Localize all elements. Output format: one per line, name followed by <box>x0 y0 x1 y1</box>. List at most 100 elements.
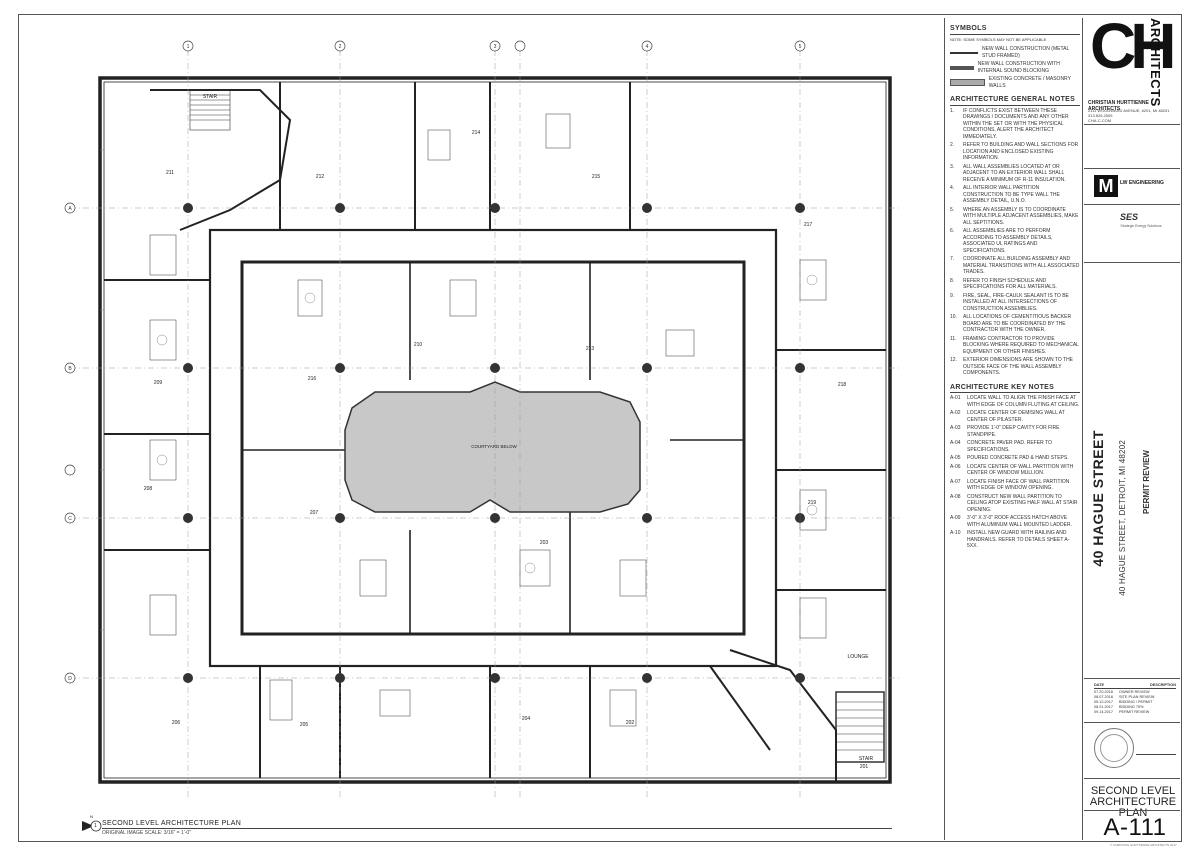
project-address: 40 HAGUE STREET, DETROIT, MI 48202 <box>1118 440 1127 596</box>
grid-label-A: A <box>68 206 72 212</box>
unit-label-214: 214 <box>472 130 481 136</box>
general-note: 3.ALL WALL ASSEMBLIES LOCATED AT OR ADJA… <box>950 163 1066 183</box>
lounge-label: LOUNGE <box>847 654 869 660</box>
grid-label-D: D <box>68 676 72 682</box>
sheet-title: SECOND LEVEL ARCHITECTURE PLAN <box>1089 785 1177 819</box>
grid-label-3: 3 <box>494 44 497 50</box>
title-block-right <box>1082 18 1180 840</box>
copyright: © CHRISTIAN HURTTIENNE ARCHITECTS 2017 <box>1110 843 1177 847</box>
symbols-heading: SYMBOLS <box>950 25 1080 35</box>
stair-bottom-label: STAIR <box>859 756 874 762</box>
architect-seal <box>1094 728 1134 768</box>
general-note: 9.FIRE, SEAL, FIRE-CAULK SEALANT IS TO B… <box>950 292 1069 312</box>
symbol-new-wall: NEW WALL CONSTRUCTION (METAL STUD FRAMED… <box>950 46 1080 59</box>
unit-label-208: 208 <box>144 486 153 492</box>
sheet-number: A-111 <box>1103 814 1167 841</box>
unit-label-219: 219 <box>808 500 817 506</box>
unit-label-206: 206 <box>172 720 181 726</box>
general-note: 4.ALL INTERIOR WALL PARTITION CONSTRUCTI… <box>950 185 1060 204</box>
general-note: 2.REFER TO BUILDING AND WALL SECTIONS FO… <box>950 142 1079 161</box>
grid-label-4: 4 <box>646 44 649 50</box>
courtyard-label: COURTYARD BELOW <box>471 444 517 449</box>
firm-address: 2111 WOODWARD AVENUE, #201, MI 48201 313… <box>1088 108 1170 123</box>
ses-subtitle: Strategic Energy Solutions <box>1120 224 1162 228</box>
stair-top <box>189 89 231 131</box>
project-phase: PERMIT REVIEW <box>1142 450 1151 515</box>
drawing-title: SECOND LEVEL ARCHITECTURE PLAN <box>102 820 242 827</box>
divider <box>1084 262 1180 263</box>
north-label: N <box>90 814 93 819</box>
general-note: 5.WHERE AN ASSEMBLY IS TO COORDINATE WIT… <box>950 206 1079 226</box>
general-notes-list: 1.IF CONFLICTS EXIST BETWEEN THESE DRAWI… <box>950 108 1080 377</box>
grid-label-1: 1 <box>187 44 190 50</box>
drawing-callout-number: 1 <box>94 823 97 829</box>
unit-label-204: 204 <box>522 716 531 722</box>
divider <box>1084 810 1180 811</box>
north-arrow-icon <box>82 820 102 832</box>
symbol-sound-wall: NEW WALL CONSTRUCTION WITH INTERNAL SOUN… <box>950 61 1080 74</box>
unit-label-203: 203 <box>540 540 549 546</box>
general-notes-heading: ARCHITECTURE GENERAL NOTES <box>950 96 1080 106</box>
unit-label-209: 209 <box>154 380 163 386</box>
title-underline <box>102 828 892 829</box>
general-note: 12.EXTERIOR DIMENSIONS ARE SHOWN TO THE … <box>950 357 1074 376</box>
symbols-note: NOTE: SOME SYMBOLS MAY NOT BE APPLICABLE <box>950 36 1047 42</box>
divider <box>1084 204 1180 205</box>
issue-desc-header: DESCRIPTION <box>1150 683 1176 687</box>
project-name: 40 HAGUE STREET <box>1090 430 1106 567</box>
signature-line <box>1136 740 1176 755</box>
columns <box>183 203 805 683</box>
grid-label-2: 2 <box>339 44 342 50</box>
general-note: 10.ALL LOCATIONS OF CEMENTITIOUS BACKER … <box>950 314 1072 333</box>
unit-label-217: 217 <box>804 222 813 228</box>
firm-name: CHRISTIAN HURTTIENNE ARCHITECTS <box>1088 100 1149 112</box>
corridor-outer-wall <box>208 228 778 668</box>
sheet-border <box>18 14 1182 842</box>
stair-bottom <box>835 691 885 763</box>
courtyard-ring-wall <box>240 260 746 636</box>
key-notes-heading: ARCHITECTURE KEY NOTES <box>950 384 1080 393</box>
unit-label-201: 201 <box>860 764 869 770</box>
fixtures <box>149 113 827 727</box>
divider <box>1084 168 1180 169</box>
unit-label-218: 218 <box>838 382 847 388</box>
general-note: 11.FRAMING CONTRACTOR TO PROVIDE BLOCKIN… <box>950 335 1079 355</box>
grid-label-B: B <box>68 366 72 372</box>
title-block <box>944 18 1180 840</box>
grid-label-C: C <box>68 516 72 522</box>
general-note: 8.REFER TO FINISH SCHEDULE AND SPECIFICA… <box>950 277 1057 291</box>
divider <box>1084 124 1180 125</box>
ses-logo: SES <box>1120 212 1139 222</box>
unit-label-215: 215 <box>592 174 601 180</box>
floor-plan: 1 2 3 4 5 A B C D <box>64 40 900 800</box>
drawing-scale: ORIGINAL IMAGE SCALE: 3/16" = 1'-0" <box>102 830 191 836</box>
unit-label-216: 216 <box>308 376 317 382</box>
unit-label-210: 210 <box>414 342 423 348</box>
divider <box>1084 778 1180 779</box>
general-note: 6.ALL ASSEMBLIES ARE TO PERFORM ACCORDIN… <box>950 228 1053 254</box>
unit-label-202: 202 <box>626 720 635 726</box>
notes-column: SYMBOLS NOTE: SOME SYMBOLS MAY NOT BE AP… <box>950 25 1080 552</box>
unit-label-213: 213 <box>586 346 595 352</box>
unit-label-212: 212 <box>316 174 325 180</box>
symbol-existing-wall: EXISTING CONCRETE / MASONRY WALLS <box>950 76 1080 89</box>
mep-logo: M <box>1094 175 1118 197</box>
unit-label-211: 211 <box>166 170 174 176</box>
divider <box>1084 722 1180 723</box>
unit-label-205: 205 <box>300 722 309 728</box>
